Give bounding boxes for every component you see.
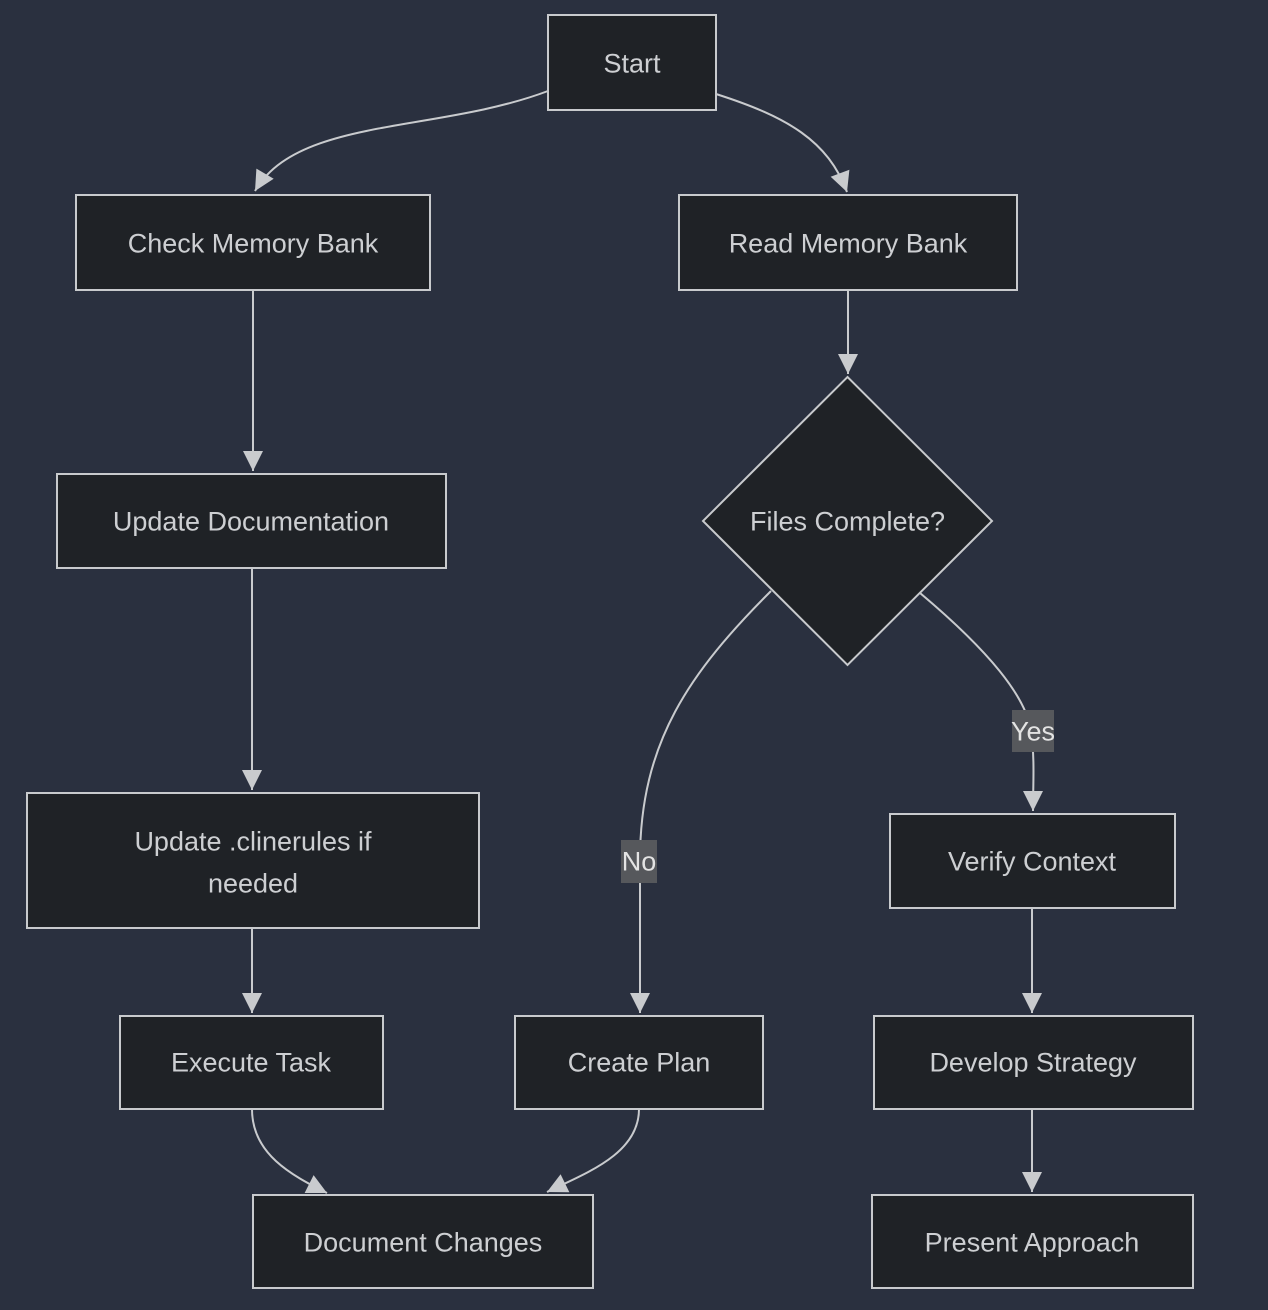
node-document-changes-label: Document Changes bbox=[304, 1227, 543, 1257]
node-check-memory-bank-box bbox=[75, 194, 431, 291]
node-update-documentation-label: Update Documentation bbox=[113, 506, 389, 536]
node-update-clinerules: Update .clinerules if needed bbox=[26, 792, 480, 929]
node-create-plan-box bbox=[514, 1015, 764, 1110]
node-document-changes: Document Changes bbox=[252, 1194, 594, 1289]
node-execute-task-box bbox=[119, 1015, 384, 1110]
node-execute-task-label: Execute Task bbox=[171, 1047, 332, 1077]
node-develop-strategy-label: Develop Strategy bbox=[929, 1047, 1137, 1077]
node-create-plan-label: Create Plan bbox=[568, 1047, 711, 1077]
edge-group bbox=[242, 90, 1044, 1194]
node-read-memory-bank-label: Read Memory Bank bbox=[729, 228, 968, 258]
node-read-memory-bank: Read Memory Bank bbox=[678, 194, 1018, 291]
node-check-memory-bank: Check Memory Bank bbox=[75, 194, 431, 291]
node-develop-strategy-box bbox=[873, 1015, 1194, 1110]
edge-files-complete-yes-to-verify-context bbox=[919, 592, 1044, 812]
edge-start-to-check-memory-bank bbox=[254, 90, 549, 192]
node-verify-context: Verify Context bbox=[889, 813, 1176, 909]
node-update-clinerules-label-line1: Update .clinerules if bbox=[134, 826, 372, 856]
node-check-memory-bank-label: Check Memory Bank bbox=[128, 228, 379, 258]
node-present-approach-box bbox=[871, 1194, 1194, 1289]
edge-label-yes-bg bbox=[1012, 710, 1054, 752]
node-verify-context-label: Verify Context bbox=[948, 846, 1117, 876]
node-update-clinerules-label-line2: needed bbox=[208, 868, 298, 898]
node-create-plan: Create Plan bbox=[514, 1015, 764, 1110]
node-files-complete-label: Files Complete? bbox=[750, 506, 945, 536]
edge-start-to-read-memory-bank bbox=[715, 93, 850, 193]
node-document-changes-box bbox=[252, 1194, 594, 1289]
edge-label-yes-text: Yes bbox=[1011, 716, 1055, 746]
edge-execute-task-to-document-changes bbox=[251, 1108, 328, 1194]
edge-label-yes: Yes bbox=[1011, 710, 1055, 752]
node-files-complete: Files Complete? bbox=[701, 375, 994, 667]
node-start-label: Start bbox=[603, 48, 661, 78]
node-start-box bbox=[547, 14, 717, 111]
edge-label-no-text: No bbox=[622, 846, 657, 876]
edge-files-complete-no-to-create-plan bbox=[630, 590, 772, 1013]
node-verify-context-box bbox=[889, 813, 1176, 909]
node-execute-task: Execute Task bbox=[119, 1015, 384, 1110]
node-present-approach-label: Present Approach bbox=[925, 1227, 1140, 1257]
node-start: Start bbox=[547, 14, 717, 111]
node-develop-strategy: Develop Strategy bbox=[873, 1015, 1194, 1110]
node-update-documentation: Update Documentation bbox=[56, 473, 447, 569]
edge-create-plan-to-document-changes bbox=[546, 1108, 640, 1193]
node-update-documentation-box bbox=[56, 473, 447, 569]
node-files-complete-diamond bbox=[701, 375, 994, 667]
node-read-memory-bank-box bbox=[678, 194, 1018, 291]
edge-label-no: No bbox=[621, 840, 657, 883]
edge-label-no-bg bbox=[621, 840, 657, 883]
node-present-approach: Present Approach bbox=[871, 1194, 1194, 1289]
node-update-clinerules-box bbox=[26, 792, 480, 929]
